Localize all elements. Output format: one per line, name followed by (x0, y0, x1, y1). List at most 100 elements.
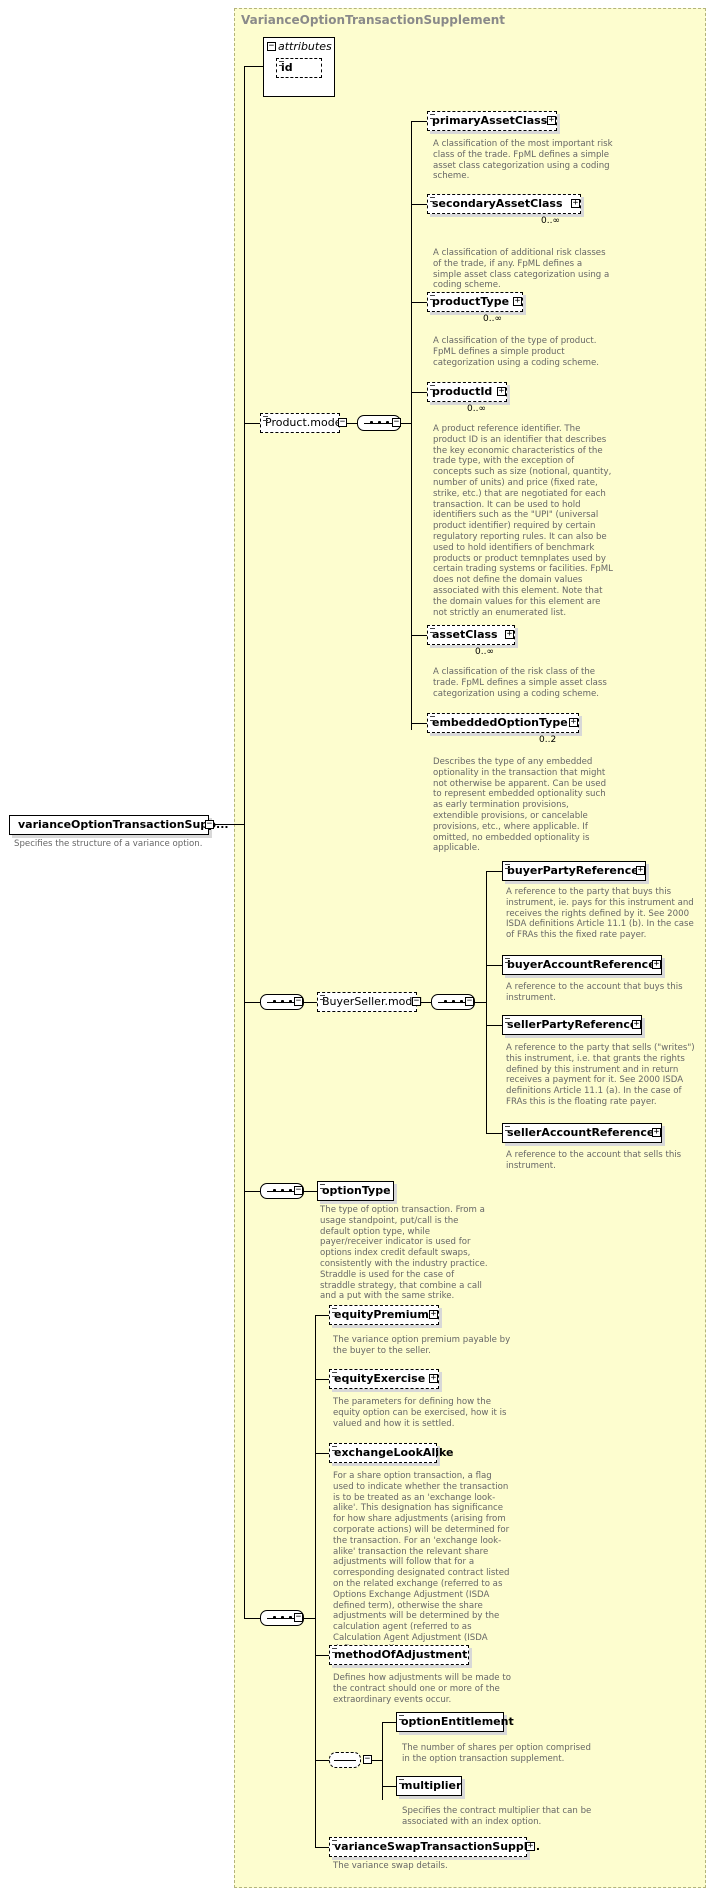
element-desc: The variance option premium payable by t… (333, 1335, 511, 1356)
collapse-icon[interactable]: − (294, 1185, 303, 1195)
collapse-icon[interactable]: − (412, 996, 421, 1006)
element-embeddedOptionType[interactable]: embeddedOptionType (427, 713, 579, 733)
element-desc: A classification of the risk class of th… (433, 667, 607, 699)
connector (486, 1133, 502, 1134)
connector (303, 1618, 315, 1619)
cardinality: 0..∞ (467, 404, 486, 414)
collapse-icon[interactable]: − (338, 417, 347, 427)
complex-type-region: VarianceOptionTransactionSupplement (234, 8, 706, 1888)
collapse-icon[interactable]: − (267, 41, 276, 51)
connector (347, 423, 357, 424)
expand-icon[interactable]: + (505, 629, 514, 639)
connector (315, 1315, 329, 1316)
root-element-label: varianceOptionTransactionSupp... (18, 818, 229, 831)
element-equityExercise[interactable]: equityExercise (329, 1369, 439, 1389)
element-desc: A classification of additional risk clas… (433, 248, 610, 291)
collapse-icon[interactable]: − (392, 417, 401, 427)
element-multiplier[interactable]: multiplier (396, 1776, 462, 1796)
expand-icon[interactable]: + (652, 959, 661, 969)
expand-icon[interactable]: + (526, 1841, 535, 1851)
element-buyerPartyReference[interactable]: buyerPartyReference (502, 861, 646, 881)
final-desc: The variance swap details. (333, 1861, 448, 1871)
cardinality: 0..2 (539, 735, 557, 745)
connector (214, 824, 244, 825)
expand-icon[interactable]: + (569, 717, 578, 727)
element-exchangeLookAlike[interactable]: exchangeLookAlike (329, 1443, 453, 1463)
element-desc: Specifies the contract multiplier that c… (402, 1806, 592, 1827)
element-assetClass[interactable]: assetClass (427, 625, 515, 645)
element-optionEntitlement[interactable]: optionEntitlement (396, 1712, 514, 1732)
element-optionType[interactable]: optionType (317, 1181, 394, 1201)
element-desc: For a share option transaction, a flag u… (333, 1471, 510, 1654)
connector (315, 1847, 329, 1848)
element-methodOfAdjustment[interactable]: methodOfAdjustment (329, 1645, 469, 1665)
element-desc: A classification of the most important r… (433, 139, 613, 182)
connector (244, 1191, 260, 1192)
cardinality: 0..∞ (475, 647, 494, 657)
expand-icon[interactable]: + (547, 115, 556, 125)
element-sellerPartyReference[interactable]: sellerPartyReference (502, 1015, 642, 1035)
collapse-icon[interactable]: − (294, 996, 303, 1006)
connector (411, 302, 427, 303)
connector (244, 66, 263, 67)
element-productType[interactable]: productType (427, 292, 523, 312)
connector (372, 1760, 382, 1761)
optionType-desc: The type of option transaction. From a u… (320, 1205, 488, 1302)
element-desc: Describes the type of any embedded optio… (433, 757, 607, 854)
connector (303, 1002, 317, 1003)
connector (382, 1722, 396, 1723)
buyerseller-model-group[interactable]: BuyerSeller.model (317, 992, 422, 1012)
connector (411, 121, 427, 122)
connector (474, 1002, 486, 1003)
expand-icon[interactable]: + (429, 1309, 438, 1319)
collapse-icon[interactable]: − (294, 1612, 303, 1622)
connector (244, 66, 245, 1618)
root-element[interactable]: varianceOptionTransactionSupp... (9, 815, 229, 835)
element-desc: The parameters for defining how the equi… (333, 1397, 507, 1429)
expand-icon[interactable]: + (636, 865, 645, 875)
sequence-icon (357, 415, 401, 431)
connector (315, 1315, 316, 1847)
expand-icon[interactable]: + (571, 198, 580, 208)
connector (486, 871, 487, 1133)
expand-icon[interactable]: + (652, 1127, 661, 1137)
connector (486, 1025, 502, 1026)
element-desc: Defines how adjustments will be made to … (333, 1673, 511, 1705)
root-desc: Specifies the structure of a variance op… (14, 839, 203, 849)
element-desc: A product reference identifier. The prod… (433, 424, 613, 618)
element-desc: A classification of the type of product.… (433, 336, 599, 368)
element-secondaryAssetClass[interactable]: secondaryAssetClass (427, 194, 581, 214)
element-productId[interactable]: productId (427, 382, 507, 402)
element-sellerAccountReference[interactable]: sellerAccountReference (502, 1123, 662, 1143)
sequence-icon (260, 1610, 304, 1626)
connector (315, 1760, 329, 1761)
connector (421, 1002, 431, 1003)
collapse-icon[interactable]: − (465, 996, 474, 1006)
product-model-group[interactable]: Product.model (260, 413, 345, 433)
expand-icon[interactable]: + (513, 296, 522, 306)
element-primaryAssetClass[interactable]: primaryAssetClass (427, 111, 557, 131)
element-desc: A reference to the party that sells ("wr… (506, 1043, 695, 1107)
connector (244, 1002, 260, 1003)
connector (411, 121, 412, 730)
attributes-title: attributes (278, 40, 332, 53)
expand-icon[interactable]: + (497, 386, 506, 396)
connector (411, 723, 427, 724)
element-desc: A reference to the account that sells th… (506, 1150, 682, 1171)
attribute-id[interactable]: id (276, 58, 322, 78)
cardinality: 0..∞ (483, 314, 502, 324)
connector (244, 1618, 260, 1619)
expand-icon[interactable]: + (632, 1019, 641, 1029)
element-varianceSwapTransactionSupplement[interactable]: varianceSwapTransactionSuppl... (329, 1837, 540, 1857)
connector (411, 392, 427, 393)
collapse-icon[interactable]: − (205, 819, 214, 829)
connector (244, 423, 260, 424)
element-buyerAccountReference[interactable]: buyerAccountReference (502, 955, 662, 975)
expand-icon[interactable]: + (429, 1373, 438, 1383)
element-equityPremium[interactable]: equityPremium (329, 1305, 439, 1325)
collapse-icon[interactable]: − (363, 1754, 372, 1764)
region-title: VarianceOptionTransactionSupplement (241, 13, 506, 27)
connector (303, 1191, 317, 1192)
connector (486, 965, 502, 966)
